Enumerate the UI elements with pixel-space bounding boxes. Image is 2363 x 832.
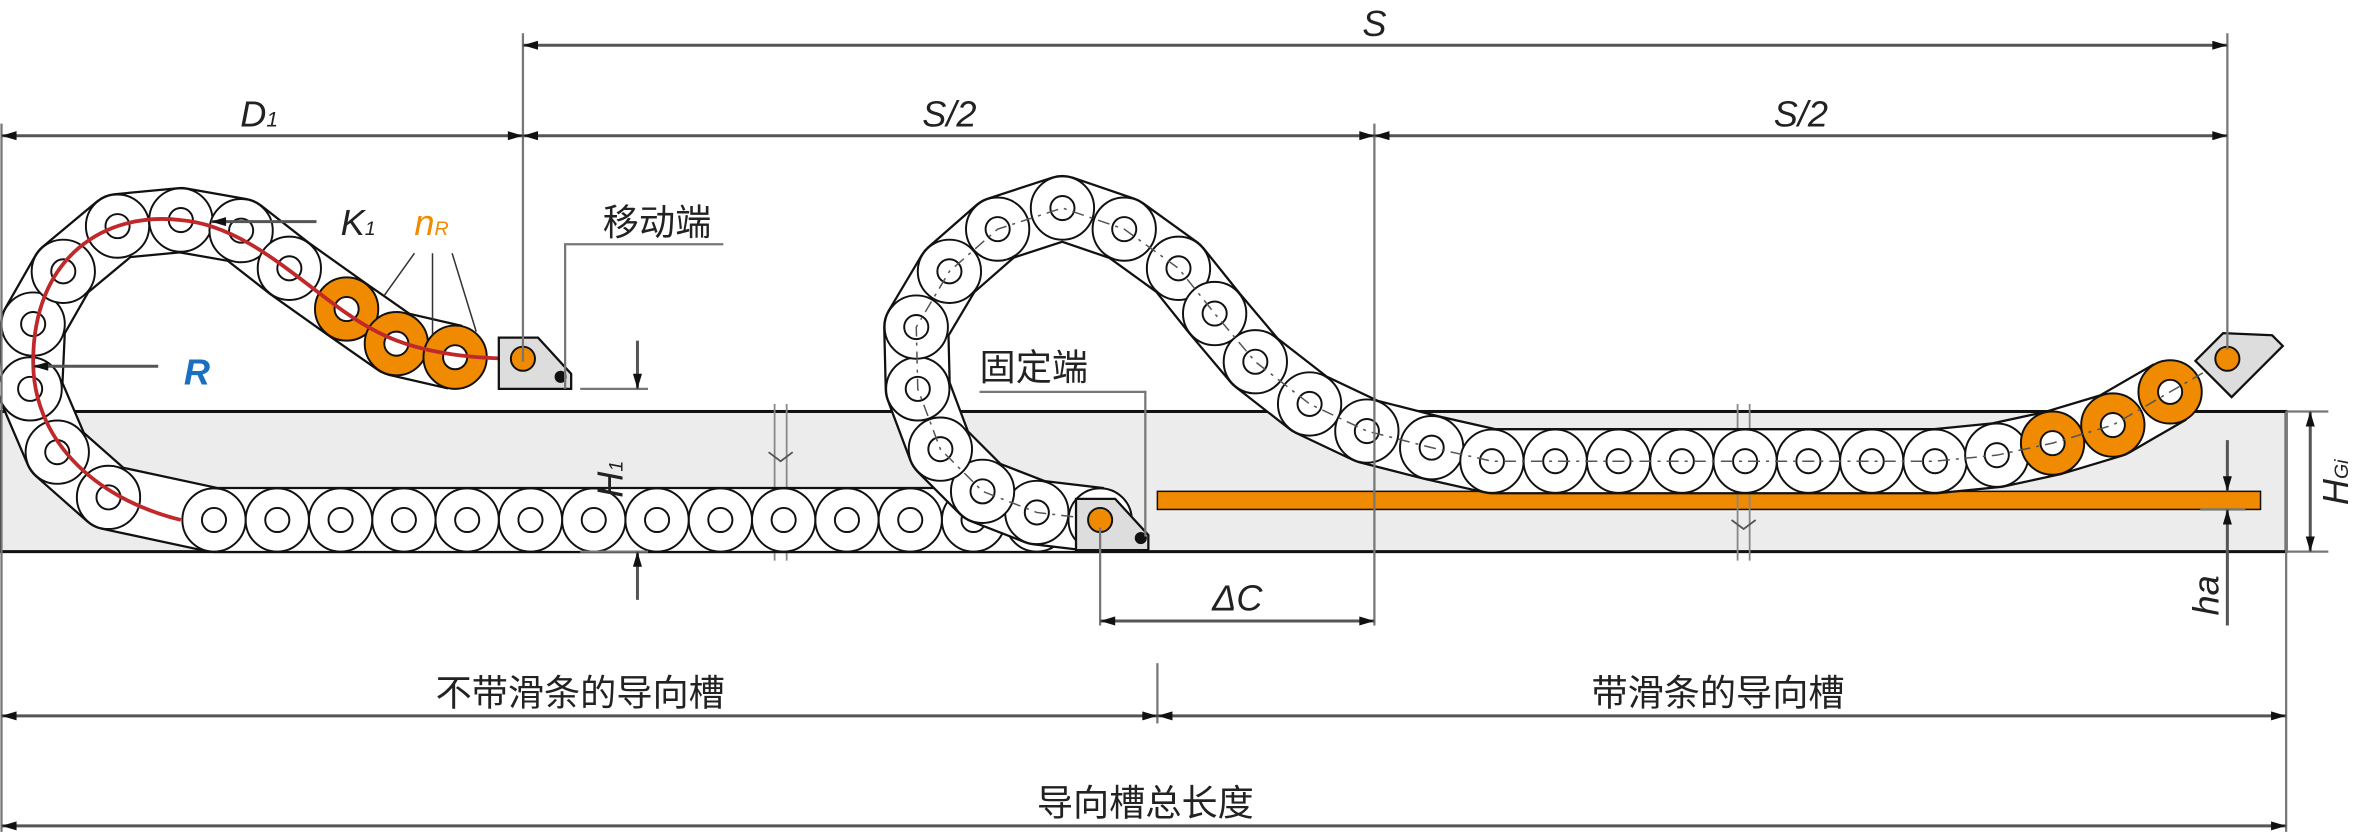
link-hole (454, 506, 481, 534)
dim-d1: D1 (240, 94, 278, 135)
label-nr: nR (414, 202, 448, 243)
link-hole (1201, 300, 1228, 327)
link-hole (517, 506, 544, 534)
dimension-lines (1, 40, 2315, 831)
label-trough-without-slide: 不带滑条的导向槽 (436, 672, 725, 713)
link-hole (1478, 448, 1505, 475)
dim-s: S (1362, 3, 1386, 44)
link-hole (1049, 194, 1076, 222)
dim-s-half-left: S/2 (922, 94, 976, 135)
link-hole (264, 506, 291, 534)
link-hole (1296, 390, 1323, 417)
link-hole (969, 478, 996, 505)
link-hole (2099, 412, 2126, 439)
link-hole (897, 506, 924, 534)
link-hole (770, 506, 797, 534)
link-hole (1353, 418, 1380, 445)
link-hole (1242, 348, 1269, 375)
link-hole (20, 311, 47, 338)
fixed-pivot-dot (1134, 532, 1147, 545)
link-hole (1165, 255, 1192, 282)
label-total-length: 导向槽总长度 (1037, 782, 1254, 823)
link-hole (707, 506, 734, 534)
bend-radius-curve (31, 217, 523, 522)
link-hole (200, 506, 228, 534)
dim-ha: ha (2185, 575, 2226, 615)
link-hole (327, 506, 354, 534)
right-end-bracket-hole (2214, 345, 2241, 372)
pivot-dot (554, 370, 567, 383)
link-hole (833, 506, 860, 534)
dim-delta-c: ΔC (1211, 577, 1263, 618)
link-hole (50, 258, 77, 285)
label-trough-with-slide: 带滑条的导向槽 (1591, 672, 1844, 713)
dim-s-half-right: S/2 (1774, 94, 1828, 135)
dim-hgi: HGi (2315, 459, 2356, 505)
label-k1: K1 (341, 202, 376, 243)
cable-chains (0, 174, 2285, 554)
dim-h1: H1 (589, 461, 630, 498)
link-hole (580, 506, 607, 534)
label-moving-end: 移动端 (603, 202, 711, 243)
link-hole (1921, 448, 1949, 475)
right-end-bracket (2193, 332, 2285, 399)
label-fixed-end: 固定端 (980, 347, 1088, 388)
label-r: R (184, 351, 210, 392)
link-hole (390, 506, 417, 534)
link-hole (333, 295, 360, 323)
link-hole (644, 506, 671, 534)
